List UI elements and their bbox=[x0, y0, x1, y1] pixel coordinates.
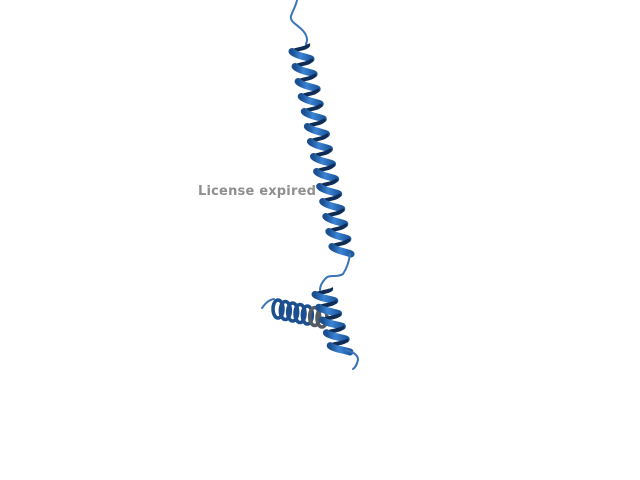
helix-ring bbox=[293, 302, 307, 325]
helix-turn-front bbox=[316, 183, 343, 198]
helix-ring bbox=[307, 305, 322, 328]
helix-turn-front bbox=[297, 93, 324, 108]
helix-turn-front bbox=[319, 198, 346, 213]
helix-turn-front bbox=[310, 153, 337, 168]
coil-left-terminus bbox=[261, 298, 275, 309]
license-watermark: License expired bbox=[198, 184, 317, 199]
helix-turn-front bbox=[291, 63, 318, 78]
helix-turn-front bbox=[322, 213, 349, 228]
helix-ring bbox=[278, 299, 293, 322]
helix-turn-front bbox=[315, 303, 343, 318]
helix-turn-front bbox=[311, 290, 339, 305]
long-helix bbox=[288, 43, 355, 258]
helix-turn-front bbox=[300, 108, 327, 123]
short-helix-vertical bbox=[311, 287, 354, 356]
helix-turn-front bbox=[328, 243, 355, 258]
helix-turn-front bbox=[313, 168, 340, 183]
helix-turn-front bbox=[303, 123, 330, 138]
helix-ring bbox=[271, 298, 285, 320]
helix-turn-front bbox=[294, 78, 321, 93]
coil-linker bbox=[319, 253, 351, 291]
helix-turn-front bbox=[288, 48, 315, 63]
helix-ring bbox=[285, 301, 300, 323]
helix-turn-front bbox=[325, 228, 352, 243]
helix-turn-front bbox=[319, 316, 346, 330]
coil-n-terminus bbox=[289, 0, 309, 45]
coil-c-terminus bbox=[345, 349, 360, 370]
helix-ring bbox=[300, 304, 315, 326]
helix-turn-front bbox=[306, 138, 333, 153]
helix-turn-front bbox=[322, 329, 350, 343]
